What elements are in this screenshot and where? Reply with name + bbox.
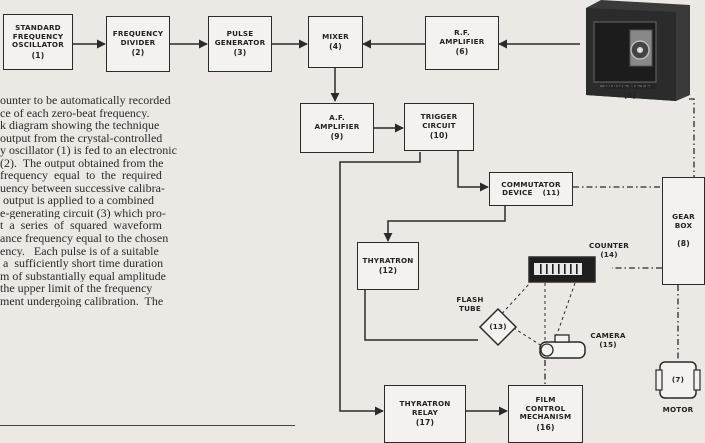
article-line: output from the crystal-controlled	[0, 131, 163, 145]
article-line: m of substantially equal amplitude	[0, 269, 166, 283]
motor-number: (7)	[671, 375, 685, 384]
block-16-line-1: FILM	[535, 395, 556, 404]
counter-icon	[528, 256, 596, 283]
block-17-number: (17)	[415, 418, 435, 428]
block-thyratron-relay: THYRATRON RELAY (17)	[384, 385, 466, 443]
camera-number: (15)	[599, 339, 617, 349]
block-12-number: (12)	[378, 266, 398, 275]
block-2-line-1: FREQUENCY	[112, 29, 164, 39]
label-wavemeter: WAVEMETER (5)	[595, 82, 665, 100]
block-11-line-2: DEVICE (11)	[502, 188, 560, 198]
block-3-line-2: GENERATOR	[214, 37, 266, 47]
block-commutator-device: COMMUTATOR DEVICE (11)	[489, 172, 573, 206]
block-mixer: MIXER (4)	[308, 16, 363, 68]
motor-icon	[655, 361, 701, 399]
block-rf-amplifier: R.F. AMPLIFIER (6)	[425, 16, 499, 70]
flash-tube-shape	[478, 307, 518, 347]
wavemeter-icon	[586, 0, 690, 101]
label-camera: CAMERA (15)	[584, 331, 632, 349]
light-path-flash-counter	[497, 282, 531, 319]
wavemeter-number: (5)	[623, 90, 637, 100]
article-line: k diagram showing the technique	[0, 119, 160, 132]
flash-tube-number: (13)	[489, 322, 507, 331]
article-line: ce of each zero-beat frequency.	[0, 106, 150, 120]
article-line: ance frequency equal to the chosen	[0, 232, 169, 245]
camera-icon	[539, 334, 586, 359]
block-8-line-2: BOX	[674, 220, 693, 230]
light-path-counter-camera-b	[554, 282, 576, 341]
block-4-line-1: MIXER	[322, 31, 349, 41]
block-8-line-1: GEAR	[672, 212, 695, 222]
block-16-number: (16)	[536, 422, 555, 432]
article-line: ounter to be automatically recorded	[0, 94, 171, 107]
block-4-number: (4)	[329, 42, 342, 51]
block-8-number: (8)	[677, 239, 690, 249]
block-17-line-1: THYRATRON	[399, 399, 451, 409]
article-line: output is applied to a combined	[0, 194, 154, 207]
block-10-line-2: CIRCUIT	[422, 120, 456, 130]
article-line: e-generating circuit (3) which pro-	[0, 206, 166, 220]
article-line: (2). The output obtained from the	[0, 156, 164, 170]
block-film-control-mechanism: FILM CONTROL MECHANISM (16)	[508, 385, 583, 443]
block-12-line-1: THYRATRON	[362, 255, 414, 265]
counter-number: (14)	[600, 249, 618, 259]
article-line: ency. Each pulse is of a suitable	[0, 244, 159, 258]
article-line: the upper limit of the frequency	[0, 282, 153, 295]
wavemeter-text: WAVEMETER	[603, 82, 657, 91]
flash-tube-line-2: TUBE	[459, 303, 481, 313]
block-2-number: (2)	[131, 48, 145, 58]
block-6-number: (6)	[455, 47, 469, 57]
block-2-line-2: DIVIDER	[120, 37, 156, 47]
block-1-line-1: STANDARD	[15, 23, 61, 32]
block-standard-frequency-oscillator: STANDARD FREQUENCY OSCILLATOR (1)	[3, 14, 73, 70]
article-line: frequency equal to the required	[0, 169, 162, 182]
block-16-line-2: CONTROL	[525, 403, 566, 413]
block-16-line-3: MECHANISM	[519, 412, 572, 421]
block-11-line-1: COMMUTATOR	[501, 179, 561, 189]
block-3-line-1: PULSE	[226, 29, 254, 39]
block-10-number: (10)	[429, 131, 449, 141]
article-line: a sufficiently short time duration	[0, 257, 164, 270]
block-3-number: (3)	[233, 48, 247, 58]
article-line: t a series of squared waveform	[0, 219, 162, 233]
arrow-10-to-17	[339, 152, 421, 416]
article-line: y oscillator (1) is fed to an electronic	[0, 144, 177, 157]
label-counter: COUNTER (14)	[580, 241, 638, 259]
label-flash-tube: FLASH TUBE	[450, 295, 490, 313]
counter-text: COUNTER	[589, 241, 629, 250]
camera-text: CAMERA	[590, 331, 626, 340]
block-1-number: (1)	[31, 50, 45, 60]
article-line: uency between successive calibra-	[0, 181, 165, 195]
block-1-line-3: OSCILLATOR	[12, 40, 64, 49]
block-1-line-2: FREQUENCY	[12, 31, 64, 41]
article-line: ment undergoing calibration. The	[0, 294, 164, 308]
link-wavemeter-to-gearbox	[689, 98, 695, 177]
block-thyratron: THYRATRON (12)	[357, 242, 419, 290]
text-rule	[0, 425, 295, 426]
block-11-number: (11)	[542, 188, 560, 197]
block-gear-box: GEAR BOX (8)	[662, 177, 705, 285]
line-12-to-13	[364, 290, 478, 341]
block-pulse-generator: PULSE GENERATOR (3)	[208, 16, 272, 72]
block-17-line-2: RELAY	[411, 407, 439, 417]
block-af-amplifier: A.F. AMPLIFIER (9)	[300, 103, 374, 153]
block-6-line-2: AMPLIFIER	[439, 36, 485, 46]
block-frequency-divider: FREQUENCY DIVIDER (2)	[106, 16, 170, 72]
arrow-11-to-12	[383, 206, 506, 242]
block-9-number: (9)	[330, 132, 344, 142]
label-motor: MOTOR	[662, 405, 694, 414]
block-9-line-2: AMPLIFIER	[314, 121, 360, 131]
arrow-10-to-11	[457, 150, 489, 192]
block-11-line-2-text: DEVICE	[502, 188, 533, 197]
block-6-line-1: R.F.	[454, 28, 470, 38]
block-9-line-1: A.F.	[329, 113, 345, 123]
flash-tube-line-1: FLASH	[456, 295, 484, 304]
block-trigger-circuit: TRIGGER CIRCUIT (10)	[404, 103, 474, 151]
block-10-line-1: TRIGGER	[420, 112, 458, 122]
